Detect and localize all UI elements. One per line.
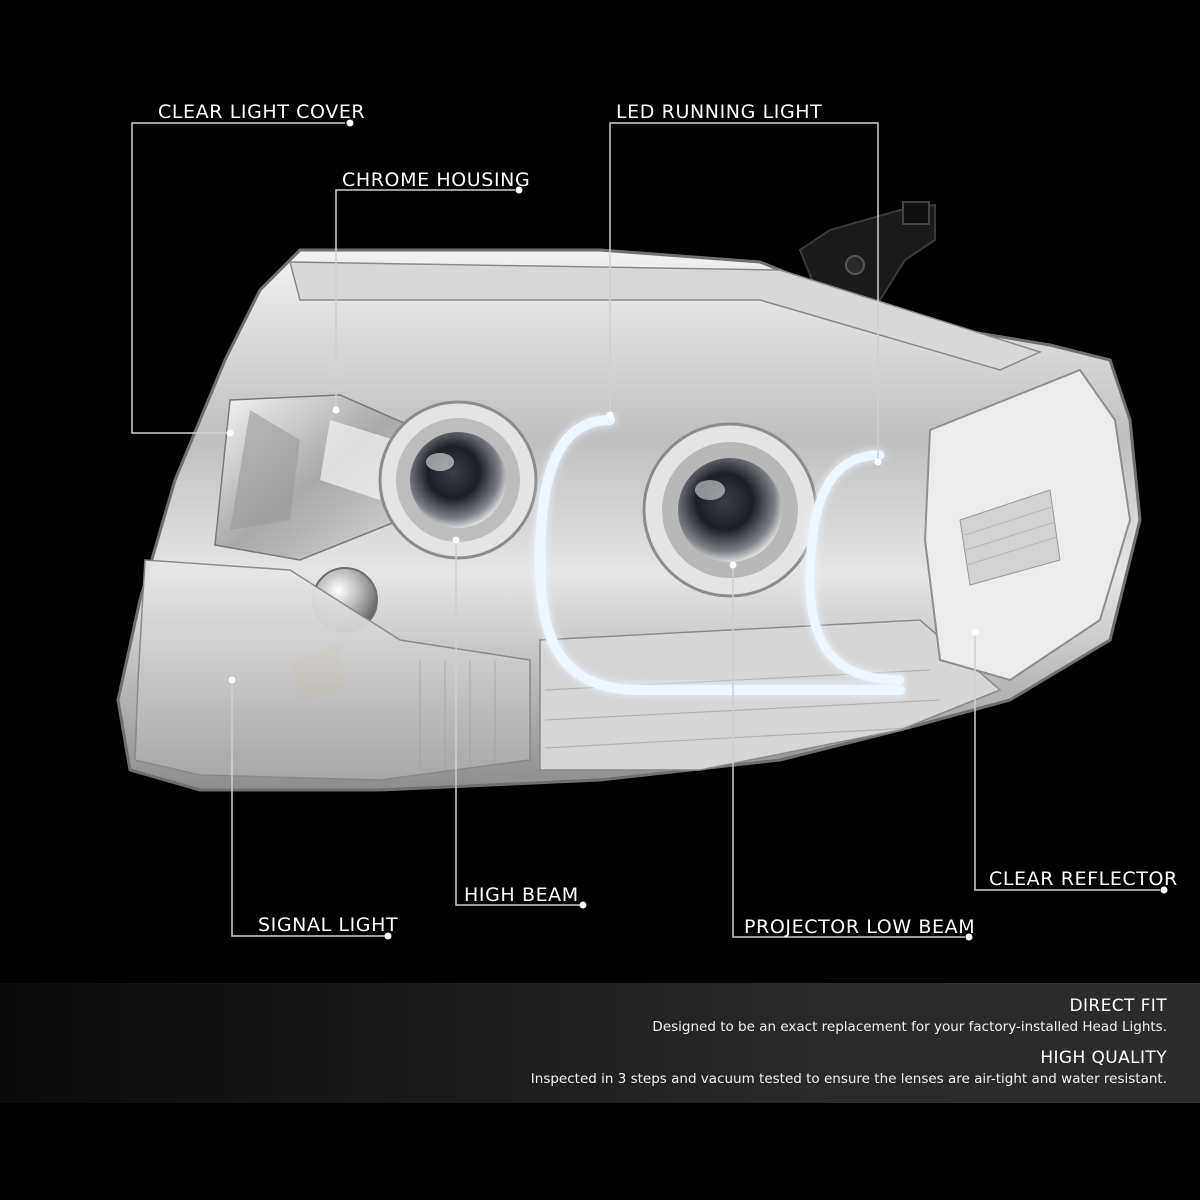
- bullet-dot-icon: [971, 628, 979, 636]
- bullet-dot-icon: [606, 411, 614, 419]
- bullet-dot-icon: [332, 406, 340, 414]
- low-beam-projector: [642, 422, 818, 598]
- feature-title: HIGH QUALITY: [1040, 1048, 1167, 1068]
- bullet-dot-icon: [346, 119, 354, 127]
- callout-line-chrome-housing: [335, 189, 515, 408]
- bullet-dot-icon: [965, 933, 973, 941]
- bullet-dot-icon: [226, 429, 234, 437]
- bullet-dot-icon: [228, 676, 236, 684]
- signal-light-lens: [134, 559, 531, 781]
- callout-line-signal-light: [231, 680, 385, 937]
- label-clear-reflector: CLEAR REFLECTOR: [989, 868, 1178, 890]
- label-clear-light-cover: CLEAR LIGHT COVER: [158, 101, 366, 123]
- feature-description: Designed to be an exact replacement for …: [652, 1019, 1167, 1035]
- label-high-beam: HIGH BEAM: [464, 884, 579, 906]
- bullet-dot-icon: [579, 901, 587, 909]
- callout-line-led-running-light: [609, 122, 879, 460]
- led-running-light-left: [534, 415, 905, 695]
- bullet-dot-icon: [384, 932, 392, 940]
- label-projector-low-beam: PROJECTOR LOW BEAM: [744, 916, 976, 938]
- bullet-dot-icon: [729, 561, 737, 569]
- feature-title: DIRECT FIT: [1069, 996, 1167, 1016]
- feature-direct-fit: DIRECT FIT Designed to be an exact repla…: [652, 998, 1167, 1035]
- feature-high-quality: HIGH QUALITY Inspected in 3 steps and va…: [531, 1050, 1167, 1087]
- bullet-dot-icon: [1160, 886, 1168, 894]
- label-signal-light: SIGNAL LIGHT: [258, 914, 399, 936]
- bullet-dot-icon: [515, 186, 523, 194]
- callout-line-projector-low-beam: [732, 565, 965, 938]
- feature-info-panel: DIRECT FIT Designed to be an exact repla…: [0, 983, 1200, 1103]
- callout-lines: [131, 122, 1160, 938]
- headlight-assembly: [116, 201, 1142, 792]
- bullet-dot-icon: [452, 536, 460, 544]
- callout-line-clear-light-cover: [131, 122, 345, 434]
- label-led-running-light: LED RUNNING LIGHT: [616, 101, 823, 123]
- bullet-dot-icon: [874, 458, 882, 466]
- led-running-light-right: [805, 450, 905, 685]
- high-beam-projector: [378, 400, 538, 560]
- callout-line-clear-reflector: [974, 635, 1160, 891]
- callout-line-high-beam: [455, 540, 580, 906]
- label-chrome-housing: CHROME HOUSING: [342, 169, 531, 191]
- feature-description: Inspected in 3 steps and vacuum tested t…: [530, 1071, 1167, 1087]
